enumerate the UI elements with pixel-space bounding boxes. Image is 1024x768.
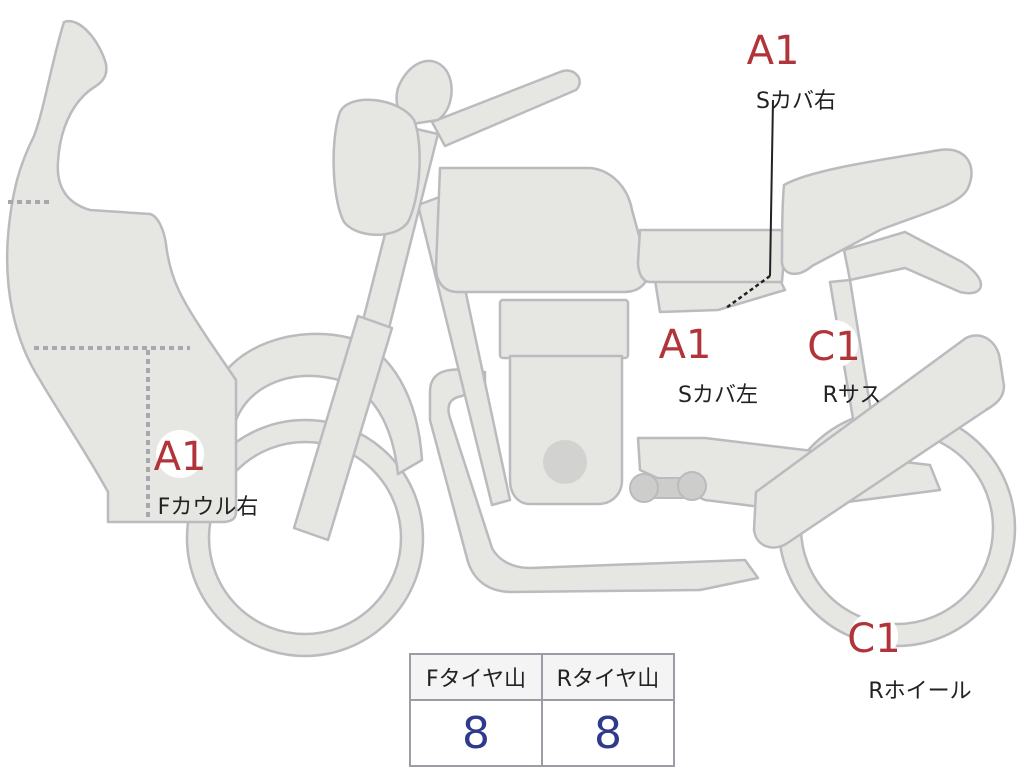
side-cover [653,278,787,314]
marker-label: Fカウル右 [158,495,259,520]
marker-code: A1 [154,434,207,480]
marker-code: C1 [807,324,860,370]
marker-f-cowl-right: A1 Fカウル右 [154,430,259,520]
marker-label: Sカバ左 [678,383,758,408]
fork-lower [292,314,394,542]
tire-tread-table: Fタイヤ山 Rタイヤ山 8 8 [409,653,675,767]
marker-code: A1 [659,322,712,368]
marker-r-wheel: C1 Rホイール [847,612,972,704]
value-rear-tire-tread: 8 [541,699,675,767]
marker-code: C1 [847,616,900,662]
header-rear-tire-tread: Rタイヤ山 [541,653,675,701]
footpeg [629,471,707,503]
seat-front [636,228,787,284]
muffler [752,334,1006,549]
marker-s-cover-left: A1 Sカバ左 [659,318,758,408]
headlight [332,98,421,236]
engine [498,298,630,506]
fuel-tank [434,166,650,294]
rear-seat [780,148,973,276]
front-cowl [5,19,238,524]
value-front-tire-tread: 8 [409,699,543,767]
engine-cover-circle [543,440,587,484]
marker-label: Sカバ右 [756,89,836,114]
rear-fender [842,230,983,295]
marker-label: Rホイール [868,679,971,704]
table-header-row: Fタイヤ山 Rタイヤ山 [409,653,675,701]
header-front-tire-tread: Fタイヤ山 [409,653,543,701]
leader-line [769,99,774,277]
marker-code: A1 [747,28,800,74]
marker-label: Rサス [823,383,882,408]
front-wheel [185,418,425,658]
marker-r-suspension: C1 Rサス [807,320,881,408]
marker-s-cover-right: A1 Sカバ右 [747,24,836,114]
leader-line-dotted [725,274,771,310]
handlebar [430,69,581,148]
table-value-row: 8 8 [409,699,675,767]
